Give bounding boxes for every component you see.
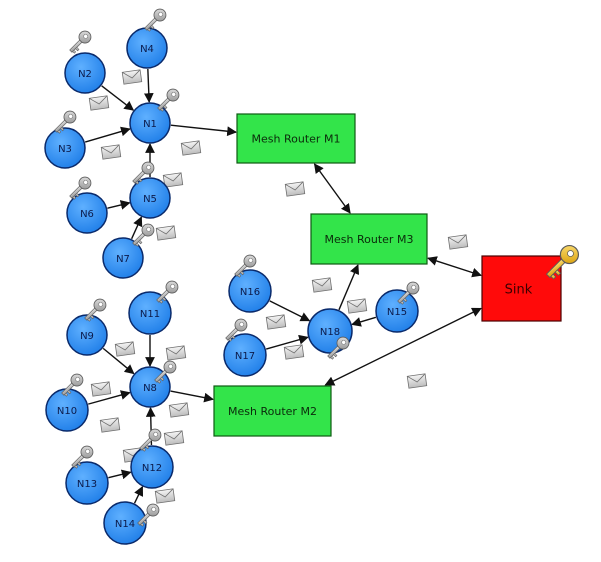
envelope-icon bbox=[447, 234, 469, 250]
sink-node: Sink bbox=[481, 255, 562, 322]
envelope-icon bbox=[99, 417, 121, 433]
key-icon bbox=[69, 176, 92, 200]
sensor-node-n16: N16 bbox=[228, 269, 272, 313]
edge-n9-n8 bbox=[102, 347, 135, 375]
sensor-node-label: N6 bbox=[80, 209, 94, 220]
key-icon bbox=[71, 445, 94, 469]
edge-n16-n18 bbox=[269, 300, 311, 322]
mesh-router-label: Mesh Router M2 bbox=[228, 405, 317, 418]
envelope-icon bbox=[155, 225, 177, 241]
envelope-icon bbox=[284, 181, 306, 197]
envelope-icon bbox=[88, 95, 110, 111]
edge-n17-n18 bbox=[265, 334, 309, 350]
key-icon bbox=[69, 30, 92, 54]
sensor-node-label: N9 bbox=[80, 331, 94, 342]
envelope-icon bbox=[163, 430, 185, 446]
sensor-node-n15: N15 bbox=[375, 289, 419, 333]
edge-n7-n5 bbox=[130, 216, 143, 240]
sensor-node-label: N15 bbox=[387, 307, 407, 318]
sensor-node-label: N5 bbox=[143, 194, 157, 205]
edge-n14-n12 bbox=[133, 485, 144, 504]
key-icon bbox=[132, 223, 155, 247]
sensor-node-label: N2 bbox=[78, 69, 92, 80]
sensor-node-label: N7 bbox=[116, 254, 130, 265]
edge-n1-m1 bbox=[170, 124, 237, 137]
sensor-node-n4: N4 bbox=[126, 27, 168, 69]
sensor-node-n14: N14 bbox=[103, 501, 147, 545]
key-icon bbox=[157, 88, 180, 112]
mesh-router-label: Mesh Router M3 bbox=[325, 233, 414, 246]
envelope-icon bbox=[121, 69, 143, 85]
sensor-node-label: N12 bbox=[142, 463, 162, 474]
key-icon bbox=[225, 318, 248, 342]
sensor-node-label: N8 bbox=[143, 383, 157, 394]
edge-m2-sink bbox=[324, 307, 482, 386]
envelope-icon bbox=[346, 298, 368, 314]
key-icon bbox=[139, 428, 162, 452]
key-icon bbox=[61, 373, 84, 397]
edge-n6-n5 bbox=[107, 200, 131, 210]
key-icon bbox=[234, 254, 257, 278]
sensor-node-n3: N3 bbox=[44, 127, 86, 169]
sensor-node-label: N3 bbox=[58, 144, 72, 155]
sink-label: Sink bbox=[505, 283, 533, 298]
envelope-icon bbox=[406, 373, 428, 389]
sensor-node-n17: N17 bbox=[223, 333, 267, 377]
edge-n15-n18 bbox=[351, 316, 377, 327]
sensor-node-label: N4 bbox=[140, 44, 154, 55]
sensor-node-label: N14 bbox=[115, 519, 135, 530]
sensor-node-n12: N12 bbox=[130, 445, 174, 489]
key-icon bbox=[327, 336, 350, 360]
envelope-icon bbox=[162, 172, 184, 188]
sensor-node-n1: N1 bbox=[129, 102, 171, 144]
key-icon bbox=[154, 360, 177, 384]
key-icon bbox=[84, 298, 107, 322]
sensor-node-label: N1 bbox=[143, 119, 157, 130]
edge-n13-n12 bbox=[108, 469, 132, 480]
envelope-icon bbox=[311, 277, 333, 293]
edge-m3-sink bbox=[427, 256, 482, 278]
key-icon bbox=[156, 280, 179, 304]
envelope-icon bbox=[90, 381, 112, 397]
sensor-node-label: N16 bbox=[240, 287, 260, 298]
envelope-icon bbox=[100, 144, 122, 160]
sensor-node-label: N11 bbox=[140, 309, 160, 320]
golden-key-icon bbox=[545, 244, 580, 280]
sensor-node-label: N13 bbox=[77, 479, 97, 490]
sensor-node-n7: N7 bbox=[102, 237, 144, 279]
sensor-node-n5: N5 bbox=[129, 177, 171, 219]
edge-n2-n1 bbox=[101, 85, 135, 111]
key-icon bbox=[54, 110, 77, 134]
key-icon bbox=[144, 8, 167, 32]
envelope-icon bbox=[154, 488, 176, 504]
sensor-node-label: N18 bbox=[320, 327, 340, 338]
mesh-router-m3: Mesh Router M3 bbox=[310, 213, 428, 265]
edge-n8-m2 bbox=[170, 390, 214, 403]
edge-n4-n1 bbox=[143, 68, 154, 103]
sensor-node-label: N10 bbox=[57, 406, 77, 417]
envelope-icon bbox=[180, 140, 202, 156]
edge-m1-m3 bbox=[313, 163, 351, 214]
mesh-router-m1: Mesh Router M1 bbox=[236, 113, 356, 164]
sensor-node-n9: N9 bbox=[66, 314, 108, 356]
sensor-node-n6: N6 bbox=[66, 192, 108, 234]
envelope-icon bbox=[283, 344, 305, 360]
edge-n3-n1 bbox=[84, 126, 131, 143]
sensor-node-n2: N2 bbox=[64, 52, 106, 94]
key-icon bbox=[132, 161, 155, 185]
edge-n18-m3 bbox=[338, 264, 360, 311]
key-icon bbox=[397, 281, 420, 305]
mesh-router-m2: Mesh Router M2 bbox=[213, 385, 332, 437]
sensor-node-label: N17 bbox=[235, 351, 255, 362]
envelope-icon bbox=[168, 402, 190, 418]
edge-n10-n8 bbox=[88, 390, 131, 405]
envelope-icon bbox=[165, 345, 187, 361]
sensor-node-n13: N13 bbox=[65, 461, 109, 505]
envelope-icon bbox=[265, 314, 287, 330]
key-icon bbox=[137, 503, 160, 527]
envelope-icon bbox=[114, 341, 136, 357]
mesh-router-label: Mesh Router M1 bbox=[252, 133, 341, 146]
